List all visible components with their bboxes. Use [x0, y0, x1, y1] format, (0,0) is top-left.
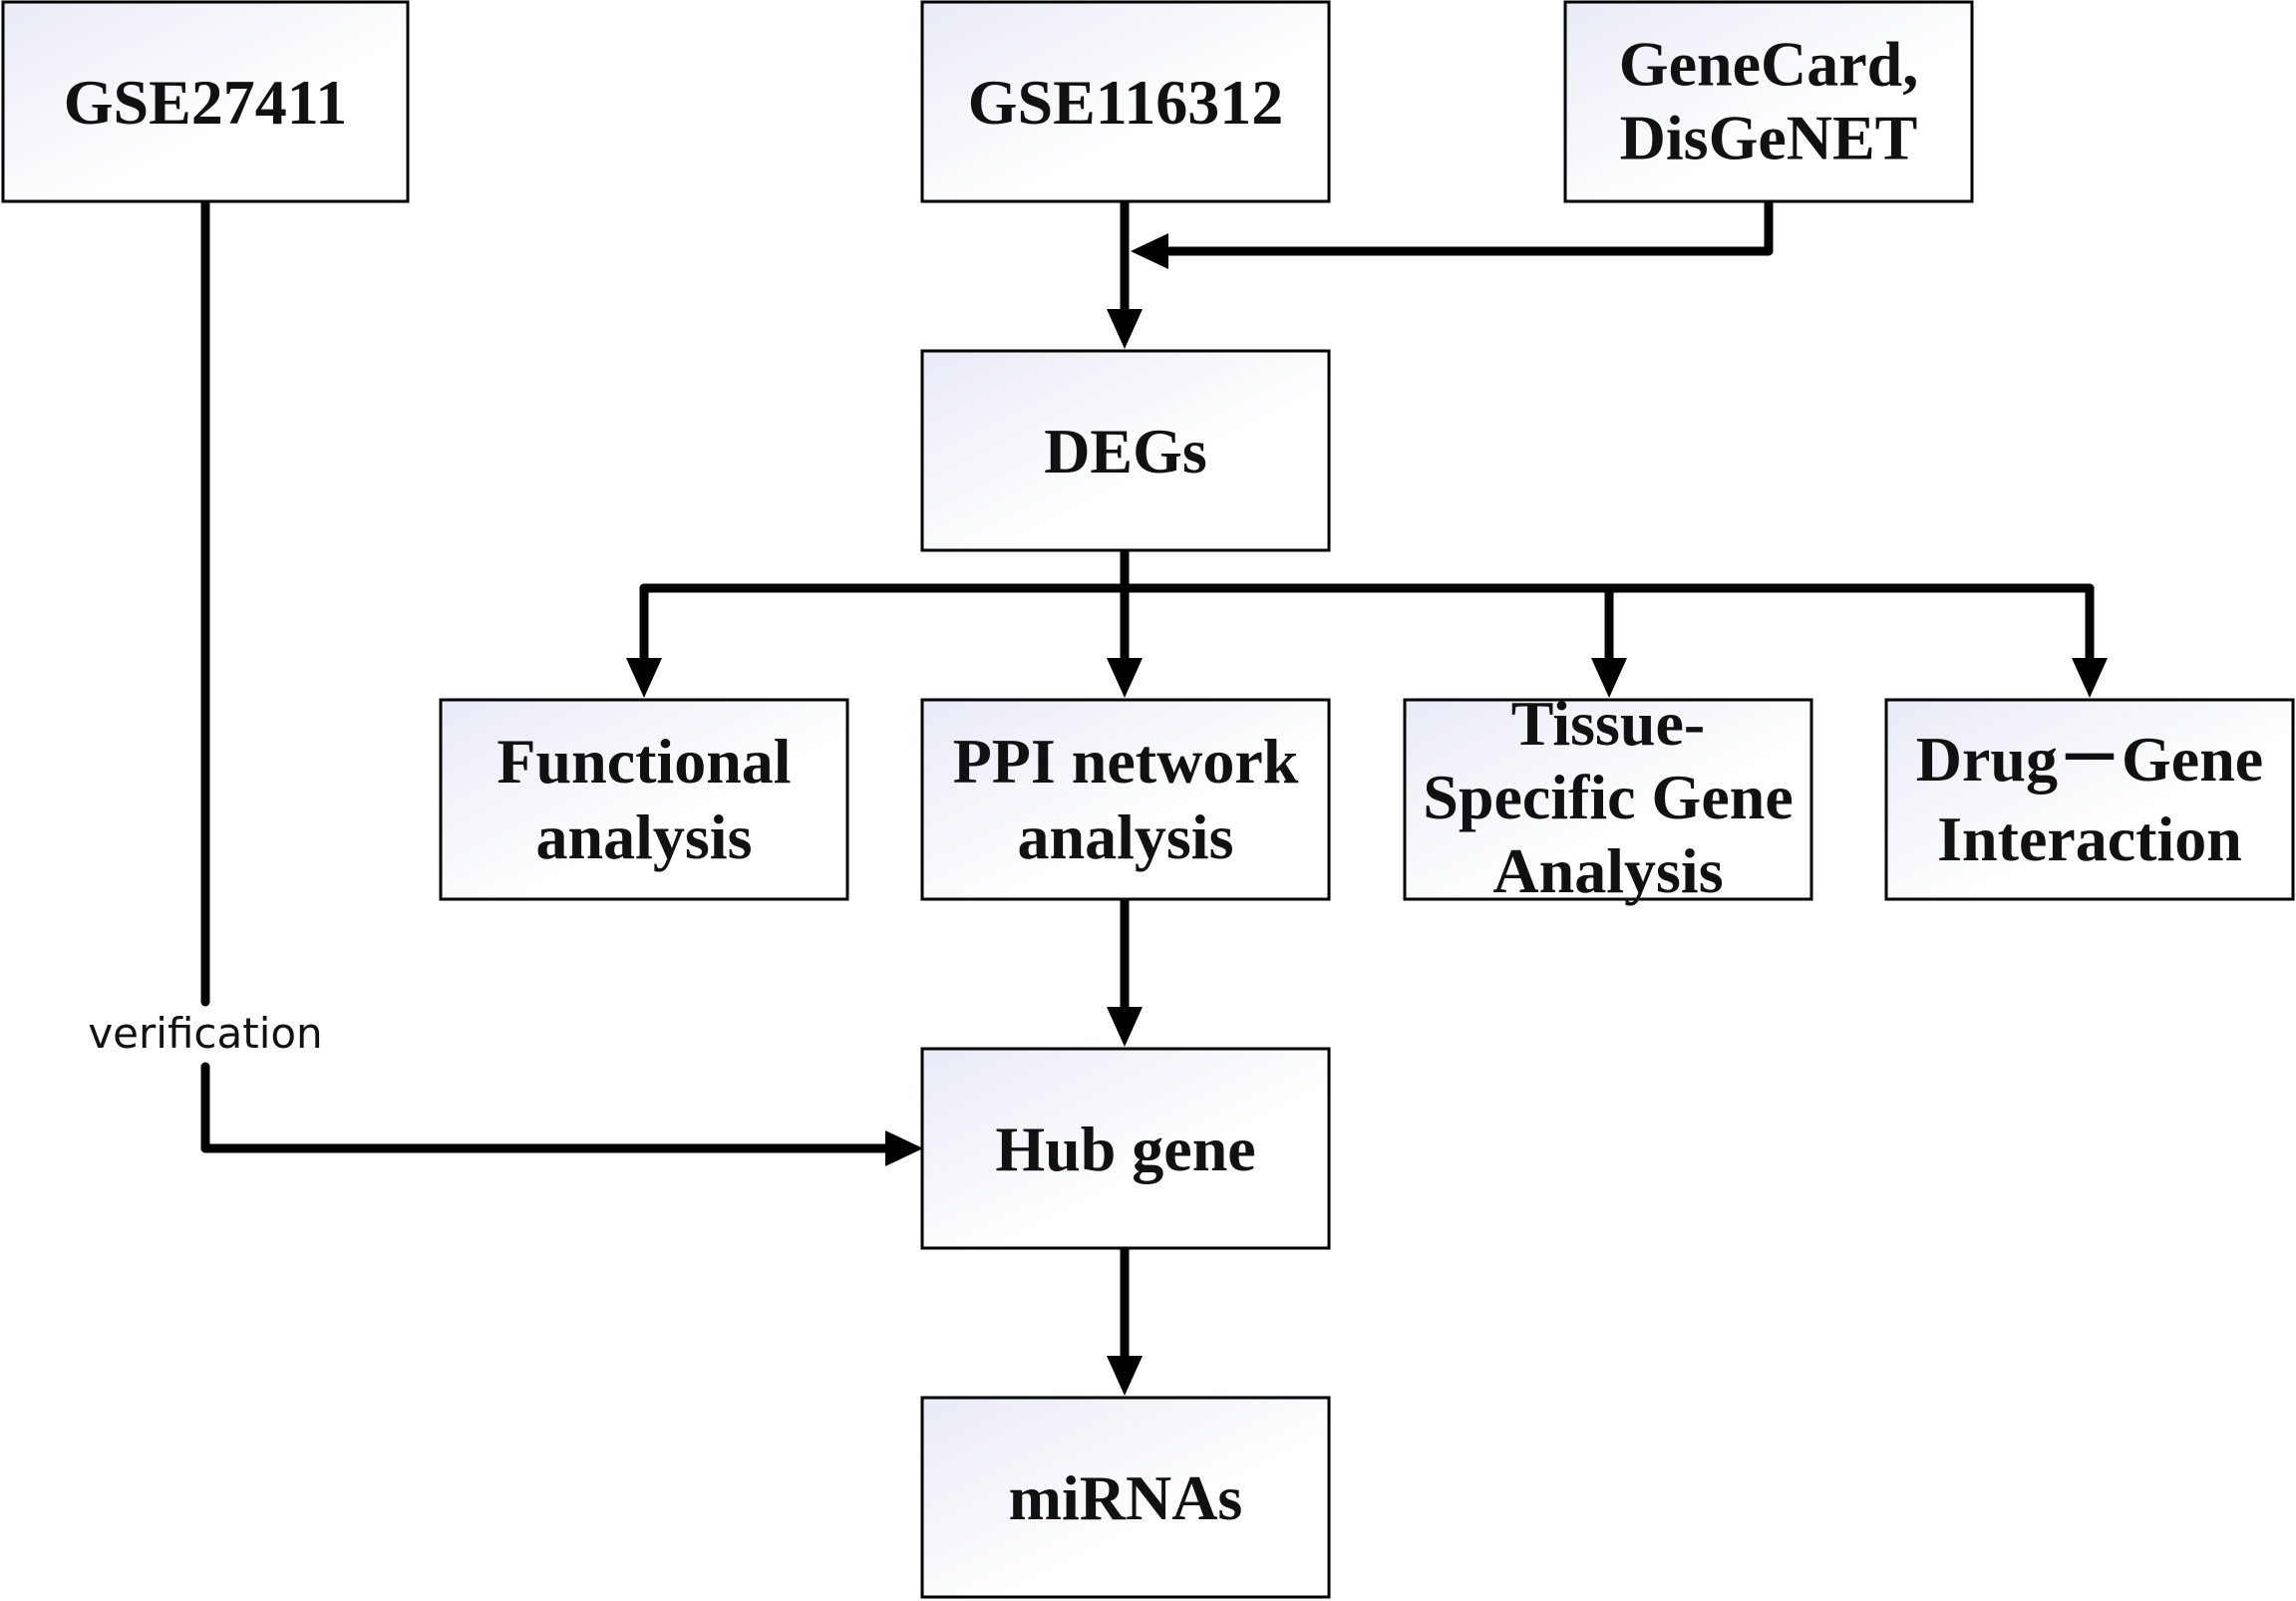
- node-label-tissue-line-2: Specific Gene: [1423, 762, 1793, 832]
- node-hub: Hub gene: [920, 1047, 1331, 1250]
- node-box-gse27411: [1, 0, 410, 203]
- node-box-gse116312: [920, 0, 1331, 203]
- arrowhead-drug: [2072, 658, 2108, 698]
- node-box-drug: [1884, 698, 2295, 901]
- edge-label-verification: verification: [88, 1009, 322, 1058]
- node-label-drug-line-2: Interaction: [1937, 803, 2242, 874]
- arrowhead-functional: [626, 658, 662, 698]
- node-box-genecard: [1563, 0, 1974, 203]
- arrowhead-hub: [1107, 1007, 1143, 1047]
- edge-genecard-to-main: [1161, 196, 1774, 256]
- node-label-genecard-line-1: GeneCard,: [1619, 28, 1918, 99]
- arrowhead-mirnas: [1107, 1356, 1143, 1396]
- node-label-genecard-line-2: DisGeNET: [1620, 102, 1918, 172]
- node-label-degs-line-1: DEGs: [1044, 416, 1207, 486]
- node-label-ppi-line-1: PPI network: [953, 726, 1299, 797]
- arrowhead-tissue: [1591, 658, 1627, 698]
- node-label-ppi-line-2: analysis: [1018, 801, 1234, 872]
- node-gse27411: GSE27411: [1, 0, 410, 203]
- node-box-hub: [920, 1047, 1331, 1250]
- node-box-mirnas: [920, 1396, 1331, 1599]
- node-label-functional-line-1: Functional: [496, 726, 791, 797]
- node-label-gse116312-line-1: GSE116312: [968, 67, 1284, 138]
- node-label-mirnas-line-1: miRNAs: [1009, 1462, 1243, 1533]
- node-label-tissue-line-3: Analysis: [1492, 835, 1723, 906]
- arrowhead-genecard-merge: [1131, 233, 1168, 269]
- arrowhead-degs: [1107, 309, 1143, 349]
- node-box-ppi: [920, 698, 1331, 901]
- node-mirnas: miRNAs: [920, 1396, 1331, 1599]
- arrowhead-ppi: [1107, 658, 1143, 698]
- arrowhead-verification: [885, 1130, 923, 1166]
- node-degs: DEGs: [920, 349, 1331, 552]
- node-gse116312: GSE116312: [920, 0, 1331, 203]
- node-label-tissue-line-1: Tissue-: [1511, 688, 1705, 759]
- node-label-functional-line-2: analysis: [536, 801, 753, 872]
- node-label-drug-line-1: Drug－Gene: [1916, 724, 2263, 795]
- node-box-degs: [920, 349, 1331, 552]
- node-label-hub-line-1: Hub gene: [995, 1114, 1255, 1184]
- node-box-functional: [439, 698, 849, 901]
- node-genecard: GeneCard,DisGeNET: [1563, 0, 1974, 203]
- node-box-tissue: [1403, 698, 1813, 901]
- node-label-gse27411-line-1: GSE27411: [64, 67, 348, 138]
